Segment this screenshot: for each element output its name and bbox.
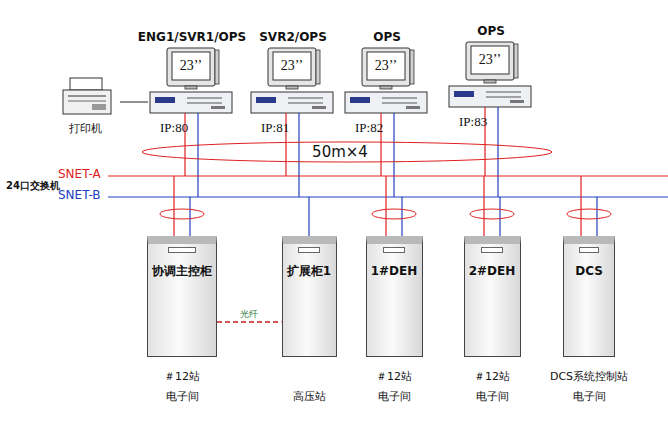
- fiber-link: [217, 321, 282, 323]
- screen-size: 23’’: [479, 52, 501, 69]
- cabinet-plate: [383, 247, 405, 253]
- workstation: SVR2/OPS 23’’ IP:81: [249, 28, 337, 136]
- cabinet-name: DCS: [575, 264, 603, 278]
- printer-cable: [120, 102, 148, 103]
- screen-size: 23’’: [281, 58, 303, 75]
- cabinet: 协调主控柜＃12站电子间: [147, 236, 217, 357]
- printer-label: 打印机: [69, 122, 102, 135]
- ip-address: IP:80: [160, 120, 188, 136]
- cabinet: DCSDCS系统控制站电子间: [563, 236, 615, 357]
- workstation: ENG1/SVR1/OPS23’’IP:80: [148, 28, 236, 136]
- location-label: 电子间: [573, 390, 606, 403]
- cabinet-name: 扩展柜1: [287, 264, 331, 278]
- bus-label: SNET-B: [58, 188, 101, 202]
- bus-label: SNET-A: [58, 167, 101, 181]
- location-label: 电子间: [378, 390, 411, 403]
- station-title: SVR2/OPS: [259, 30, 327, 44]
- station-title: ENG1/SVR1/OPS: [138, 30, 246, 44]
- workstation: OPS 23’’ IP:83: [447, 22, 535, 130]
- screen-size: 23’’: [375, 58, 397, 75]
- ip-address: IP:82: [355, 120, 383, 136]
- cabinet-name: 1#DEH: [371, 264, 418, 278]
- cabinet-plate: [298, 247, 319, 253]
- location-label: 电子间: [166, 390, 199, 403]
- cabinet: 扩展柜1高压站: [282, 236, 337, 357]
- screen-size: 23’’: [180, 58, 202, 75]
- cable-length: 50m×4: [310, 143, 370, 161]
- ip-address: IP:83: [459, 114, 487, 130]
- cabinet-name: 协调主控柜: [152, 264, 212, 278]
- location-label: DCS系统控制站: [550, 370, 628, 383]
- cabinet: 1#DEH＃12站电子间: [366, 236, 423, 357]
- cabinet-plate: [579, 247, 599, 253]
- location-label: ＃12站: [376, 370, 412, 383]
- location-label: ＃12站: [474, 370, 510, 383]
- ip-address: IP:81: [261, 120, 289, 136]
- location-label: ＃12站: [164, 370, 200, 383]
- cabinet: 2#DEH＃12站电子间: [464, 236, 521, 357]
- station-title: OPS: [373, 30, 401, 44]
- cabinet-plate: [168, 247, 195, 253]
- edge-label: 光纤: [239, 310, 259, 320]
- printer: 打印机: [50, 76, 120, 140]
- switch-label: 24口交换机: [6, 180, 60, 192]
- location-label: 高压站: [293, 390, 326, 403]
- workstation: OPS 23’’ IP:82: [343, 28, 431, 136]
- cabinet-name: 2#DEH: [469, 264, 516, 278]
- location-label: 电子间: [476, 390, 509, 403]
- cabinet-plate: [481, 247, 503, 253]
- station-title: OPS: [477, 24, 505, 38]
